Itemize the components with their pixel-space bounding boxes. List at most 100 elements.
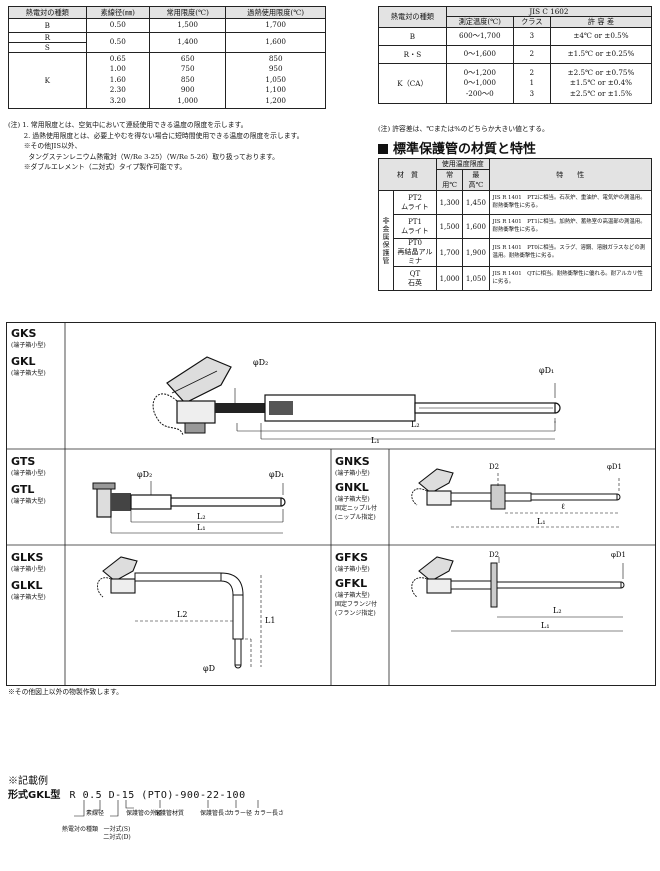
model-name: GNKL (335, 481, 369, 494)
gts-d1-label: φD₁ (269, 470, 284, 479)
tolerance-value-line: ±1.5℃ or ±0.25% (567, 49, 635, 59)
max-temp: 1,050 (462, 266, 490, 291)
max-temp: 1,900 (462, 238, 490, 267)
col-header: 特 性 (488, 158, 653, 191)
model-name: GFKS (335, 551, 368, 564)
overheat-limit: 1,700 (225, 18, 326, 33)
example-model-name: 形式GKL型 (8, 790, 61, 801)
measure-range-line: 600～1,700 (459, 31, 501, 41)
table-row: R・S 0～1,600 2 ±1.5℃ or ±0.25% (378, 45, 653, 64)
max-temp: 1,600 (462, 214, 490, 239)
model-sub: (ニップル指定) (335, 514, 376, 521)
normal-temp: 1,500 (435, 214, 464, 239)
col-header: 過熱使用限度(℃) (225, 6, 326, 19)
feature: JIS R 1401 PT1に相当。加熱炉、蓄熱室の高温部の測温用。耐熱衝撃性に… (488, 214, 653, 239)
tolerance-class-line: 3 (529, 31, 535, 41)
overheat-limit-line: 1,700 (265, 20, 286, 29)
group-label: 非金属保護管 (378, 190, 394, 291)
wire-diameter-line: 3.20 (109, 95, 126, 105)
gnks-d2-label: D2 (489, 463, 499, 471)
normal-limit-line: 900 (180, 85, 195, 95)
thermocouple-diagrams: φD₂ φD₁ L₂ L₁ φD₂ φD₁ L₂ (7, 323, 655, 685)
wire-diameter-line: 1.60 (109, 74, 126, 84)
col-header: 常用℃ (435, 169, 464, 191)
example-label: 熱電対の種類 (62, 826, 99, 833)
tolerance-class-line: 3 (529, 88, 535, 98)
model-sub: (端子箱小型) (335, 470, 370, 477)
model-name: GKL (11, 355, 36, 368)
thermocouple-type: R・S (378, 45, 447, 64)
feature: JIS R 1401 PT2に相当。石灰炉、重油炉、電気炉の測温用。耐熱衝撃性に… (488, 190, 653, 215)
model-name: GTL (11, 483, 35, 496)
gnks-label-block: GNKS (端子箱小型) GNKL (端子箱大型) 固定ニップル付 (ニップル指… (335, 455, 377, 521)
tolerance-value-line: ±2.5℃ or ±0.75% (567, 67, 635, 77)
gks-d1-label: φD₁ (539, 366, 554, 375)
example-label: 保護管長さ (200, 810, 231, 817)
normal-limit-line: 1,400 (177, 36, 198, 46)
measure-range-line: 0～1,600 (463, 49, 496, 59)
model-name: GTS (11, 455, 36, 468)
normal-limit: 1,400 (148, 31, 227, 53)
model-sub: (端子箱大型) (335, 496, 370, 503)
wire-diameter-line: 2.30 (109, 85, 126, 95)
material-code: PT2 (408, 193, 422, 202)
overheat-limit-line: 1,100 (265, 85, 286, 95)
glks-glkl-drawing: L2 L1 φD (97, 556, 275, 673)
overheat-limit-line: 1,200 (265, 95, 286, 105)
example-leader-lines (74, 800, 259, 817)
overheat-limit-line: 1,600 (265, 36, 286, 46)
tolerance-class-line: 2 (529, 67, 535, 77)
example-label: 素線径 (86, 810, 105, 817)
gnks-d1-label: φD1 (607, 463, 622, 471)
square-bullet-icon (378, 144, 388, 154)
tolerance-value-line: ±1.5℃ or ±0.4% (569, 78, 633, 88)
measure-range: 0～1,600 (445, 45, 514, 64)
note-line: (注) 1. 常用限度とは、空気中において連続使用できる温度の限度を示します。 (8, 121, 248, 129)
normal-temp: 1,300 (435, 190, 464, 215)
note-line: タングステンレニウム熱電対（W/Re 3-25）（W/Re 5-26）取り扱って… (8, 152, 279, 161)
normal-limit-line: 750 (180, 64, 195, 74)
material-code: PT1 (408, 217, 422, 226)
normal-temp: 1,700 (435, 238, 464, 267)
gts-gtl-drawing: φD₂ φD₁ L₂ L₁ (92, 470, 286, 534)
tolerance-class-line: 2 (529, 49, 535, 59)
normal-temp: 1,000 (435, 266, 464, 291)
col-header: 素線径(㎜) (85, 6, 151, 19)
tolerance-value-line: ±4℃ or ±0.5% (573, 31, 629, 41)
model-name: GFKL (335, 577, 368, 590)
col-header: 常用限度(℃) (148, 6, 227, 19)
model-sub: (端子箱大型) (11, 594, 46, 601)
thermocouple-type: B (8, 18, 87, 33)
gfks-l2-label: L₂ (553, 606, 562, 615)
note-line: 2. 過熱使用限度とは、必要上やむを得ない場合に短時間使用できる温度の限度を示し… (8, 131, 304, 140)
model-name: GLKL (11, 579, 43, 592)
glks-d-label: φD (203, 664, 215, 673)
gfks-label-block: GFKS (端子箱小型) GFKL (端子箱大型) 固定フランジ付 (フランジ指… (335, 551, 377, 617)
diagram-footnote: ※その他図上以外の物製作致します。 (8, 688, 123, 696)
gts-label-block: GTS (端子箱小型) GTL (端子箱大型) (11, 455, 46, 505)
normal-limit-line: 1,500 (177, 20, 198, 29)
gks-d2-label: φD₂ (253, 358, 268, 367)
tolerance-class: 2 (512, 45, 551, 64)
model-sub: (フランジ指定) (335, 610, 376, 617)
material-code: PT0 (408, 239, 422, 247)
col-header: 測定温度(℃) (445, 16, 514, 28)
tolerance-class-line: 1 (529, 78, 535, 88)
gks-l1-label: L₁ (371, 436, 380, 445)
measure-range-line: -200～0 (465, 88, 494, 98)
section-title-text: 標準保護管の材質と特性 (393, 142, 537, 157)
gnks-l-label: ℓ (561, 502, 565, 511)
example-model-line: 形式GKL型 R 0.5 D-15 (PTO)-900-22-100 (8, 786, 246, 801)
glks-l2-label: L2 (177, 610, 187, 619)
